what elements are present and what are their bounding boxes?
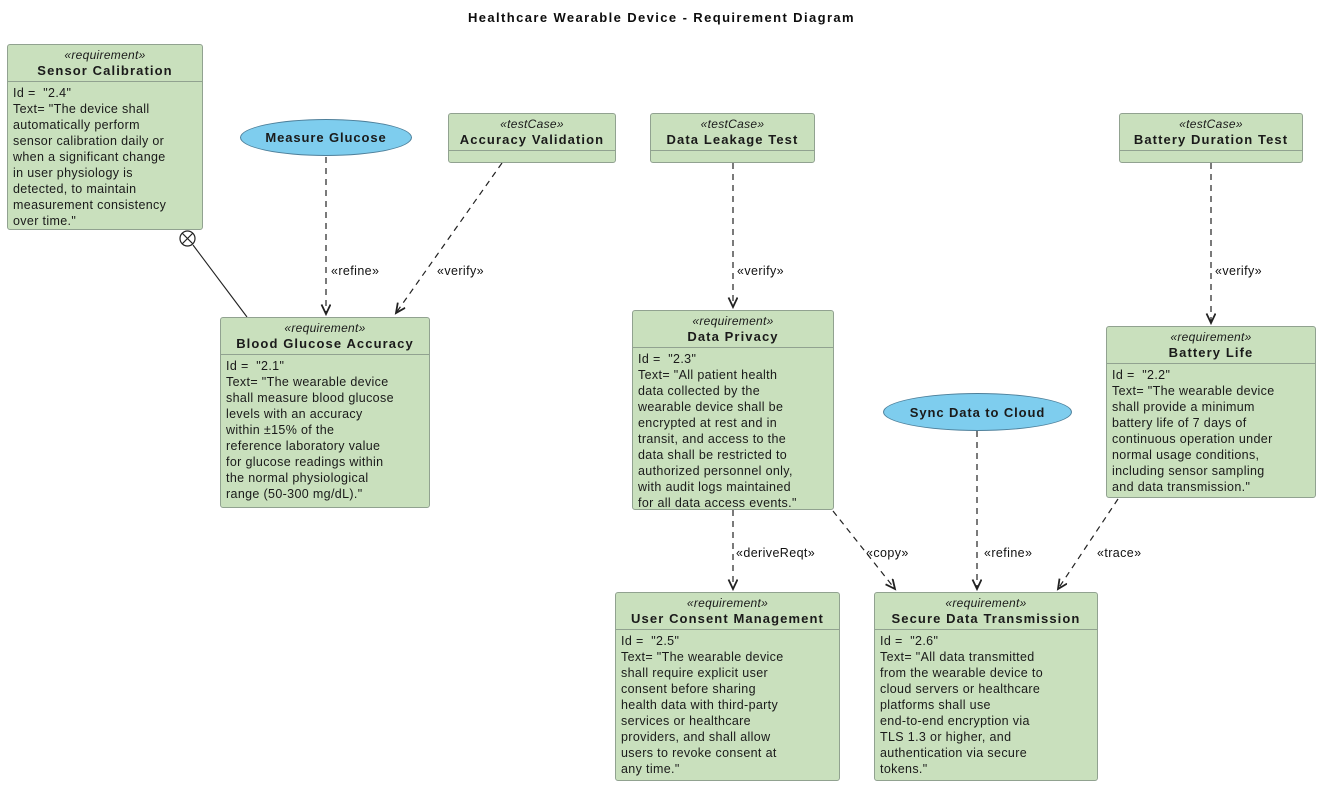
node-header: «requirement» Blood Glucose Accuracy <box>221 318 429 355</box>
requirement-blood-glucose-accuracy: «requirement» Blood Glucose Accuracy Id … <box>220 317 430 508</box>
edge-label-copy: «copy» <box>866 546 909 560</box>
node-title: Accuracy Validation <box>459 132 605 147</box>
stereotype-label: «requirement» <box>284 321 366 335</box>
edge-label-verify-accuracy: «verify» <box>437 264 484 278</box>
node-body: Id = "2.6" Text= "All data transmitted f… <box>880 634 1044 776</box>
node-body: Id = "2.3" Text= "All patient health dat… <box>638 352 797 510</box>
edge-trace-battery-life <box>1058 498 1119 589</box>
testcase-footer <box>1120 151 1302 163</box>
node-title: Secure Data Transmission <box>891 611 1081 626</box>
edge-containment-sensor-calibration <box>192 244 248 318</box>
testcase-accuracy-validation: «testCase» Accuracy Validation <box>448 113 616 163</box>
testcase-battery-duration-test: «testCase» Battery Duration Test <box>1119 113 1303 163</box>
usecase-measure-glucose: Measure Glucose <box>240 119 412 156</box>
node-title: Data Leakage Test <box>666 132 799 147</box>
edge-label-trace: «trace» <box>1097 546 1142 560</box>
testcase-data-leakage-test: «testCase» Data Leakage Test <box>650 113 815 163</box>
stereotype-label: «testCase» <box>1179 117 1243 131</box>
usecase-sync-data-to-cloud: Sync Data to Cloud <box>883 393 1072 431</box>
node-header: «requirement» User Consent Management <box>616 593 839 630</box>
edge-copy-data-privacy <box>832 510 895 589</box>
edge-label-verify-battery: «verify» <box>1215 264 1262 278</box>
usecase-label: Measure Glucose <box>265 130 387 145</box>
edge-verify-accuracy-validation <box>396 162 503 313</box>
edge-label-refine-sync: «refine» <box>984 546 1033 560</box>
edge-label-refine-measure: «refine» <box>331 264 380 278</box>
node-body: Id = "2.2" Text= "The wearable device sh… <box>1112 368 1275 494</box>
edge-label-derive-reqt: «deriveReqt» <box>736 546 816 560</box>
node-title: Data Privacy <box>687 329 779 344</box>
node-header: «testCase» Accuracy Validation <box>449 114 615 151</box>
node-body: Id = "2.4" Text= "The device shall autom… <box>13 86 167 228</box>
node-title: Battery Duration Test <box>1133 132 1289 147</box>
testcase-footer <box>449 151 615 163</box>
testcase-footer <box>651 151 814 163</box>
containment-cross-2 <box>181 232 194 245</box>
requirement-secure-data-transmission: «requirement» Secure Data Transmission I… <box>874 592 1098 781</box>
node-header: «requirement» Battery Life <box>1107 327 1315 364</box>
node-header: «requirement» Secure Data Transmission <box>875 593 1097 630</box>
node-title: Blood Glucose Accuracy <box>236 336 414 351</box>
stereotype-label: «requirement» <box>64 48 146 62</box>
edge-label-verify-data-leakage: «verify» <box>737 264 784 278</box>
stereotype-label: «requirement» <box>1170 330 1252 344</box>
node-body: Id = "2.1" Text= "The wearable device sh… <box>226 359 394 501</box>
usecase-label: Sync Data to Cloud <box>909 404 1046 420</box>
stereotype-label: «requirement» <box>945 596 1027 610</box>
node-header: «requirement» Sensor Calibration <box>8 45 202 82</box>
stereotype-label: «testCase» <box>500 117 564 131</box>
node-header: «testCase» Data Leakage Test <box>651 114 814 151</box>
node-body: Id = "2.5" Text= "The wearable device sh… <box>621 634 784 776</box>
node-title: User Consent Management <box>631 611 824 626</box>
requirement-data-privacy: «requirement» Data Privacy Id = "2.3" Te… <box>632 310 834 510</box>
stereotype-label: «requirement» <box>686 596 769 610</box>
stereotype-label: «testCase» <box>700 117 765 131</box>
node-header: «testCase» Battery Duration Test <box>1120 114 1302 151</box>
requirement-battery-life: «requirement» Battery Life Id = "2.2" Te… <box>1106 326 1316 498</box>
diagram-title: Healthcare Wearable Device - Requirement… <box>467 10 856 25</box>
requirement-user-consent-management: «requirement» User Consent Management Id… <box>615 592 840 781</box>
node-title: Battery Life <box>1168 345 1254 360</box>
node-header: «requirement» Data Privacy <box>633 311 833 348</box>
requirement-sensor-calibration: «requirement» Sensor Calibration Id = "2… <box>7 44 203 230</box>
stereotype-label: «requirement» <box>692 314 774 328</box>
node-title: Sensor Calibration <box>37 63 173 78</box>
